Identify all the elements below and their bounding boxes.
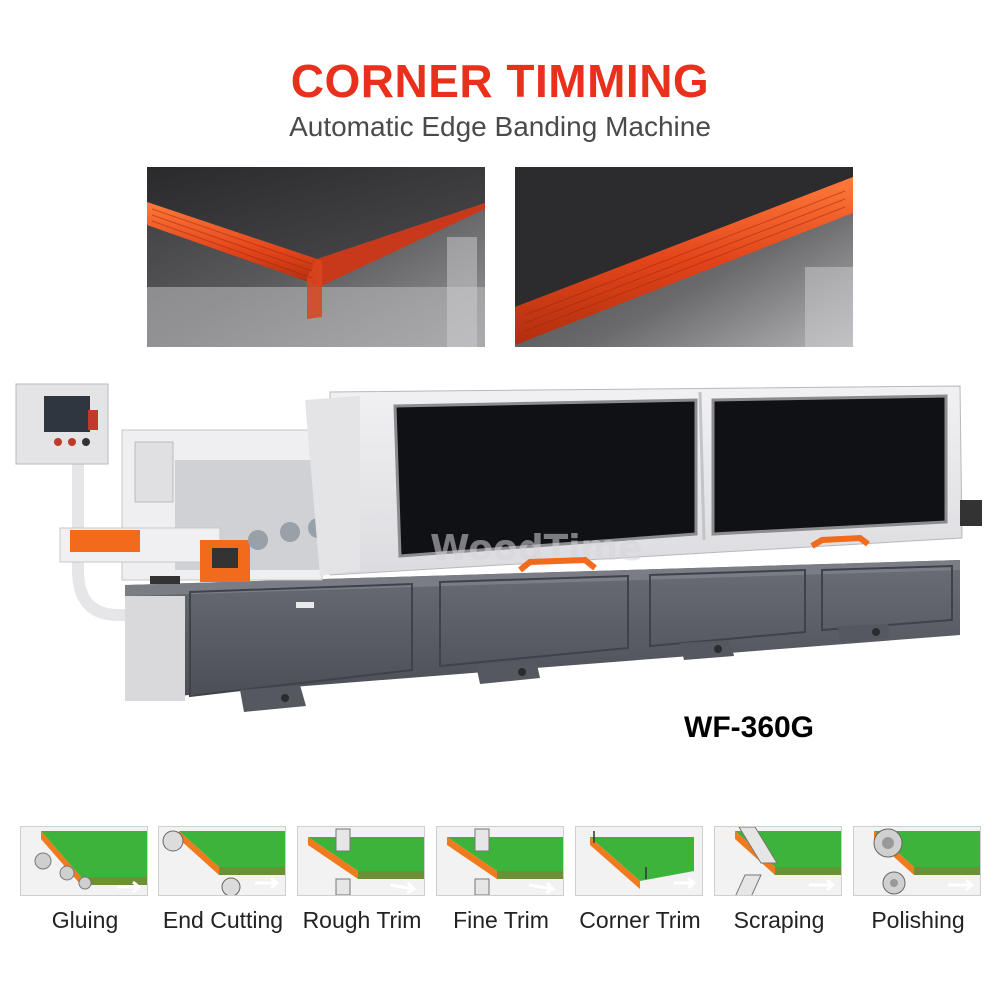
process-step-polishing: Polishing <box>853 822 983 942</box>
polishing-icon <box>853 826 981 896</box>
edge-banding-photo-left <box>147 167 485 347</box>
scraping-icon <box>714 826 842 896</box>
process-label: Scraping <box>733 907 825 933</box>
feed-section <box>59 429 328 584</box>
process-label: Gluing <box>51 907 119 933</box>
process-label: Corner Trim <box>579 907 701 933</box>
machine-model-label: WF-360G <box>684 711 815 744</box>
process-label: End Cutting <box>162 907 284 933</box>
process-label: Fine Trim <box>453 907 549 933</box>
process-step-rough-trim: Rough Trim <box>297 822 427 942</box>
rough-trim-icon <box>297 826 425 896</box>
fine-trim-icon <box>436 826 564 896</box>
main-housing: WoodTime <box>296 385 982 608</box>
process-step-scraping: Scraping <box>714 822 844 942</box>
process-step-end-cutting: End Cutting <box>158 822 288 942</box>
edge-banding-photo-right <box>515 167 853 347</box>
process-steps: Gluing End Cutting Rou <box>0 822 1000 942</box>
process-label: Polishing <box>871 907 965 933</box>
page-subtitle: Automatic Edge Banding Machine <box>289 111 711 142</box>
page-title: CORNER TIMMING <box>290 55 710 107</box>
corner-trim-icon <box>575 826 703 896</box>
process-label: Rough Trim <box>302 907 422 933</box>
gluing-icon <box>20 826 148 896</box>
end-cutting-icon <box>158 826 286 896</box>
process-step-gluing: Gluing <box>20 822 150 942</box>
edge-banding-machine-illustration: WoodTime <box>0 370 1000 730</box>
control-panel <box>15 383 150 621</box>
process-step-fine-trim: Fine Trim <box>436 822 566 942</box>
process-step-corner-trim: Corner Trim <box>575 822 705 942</box>
